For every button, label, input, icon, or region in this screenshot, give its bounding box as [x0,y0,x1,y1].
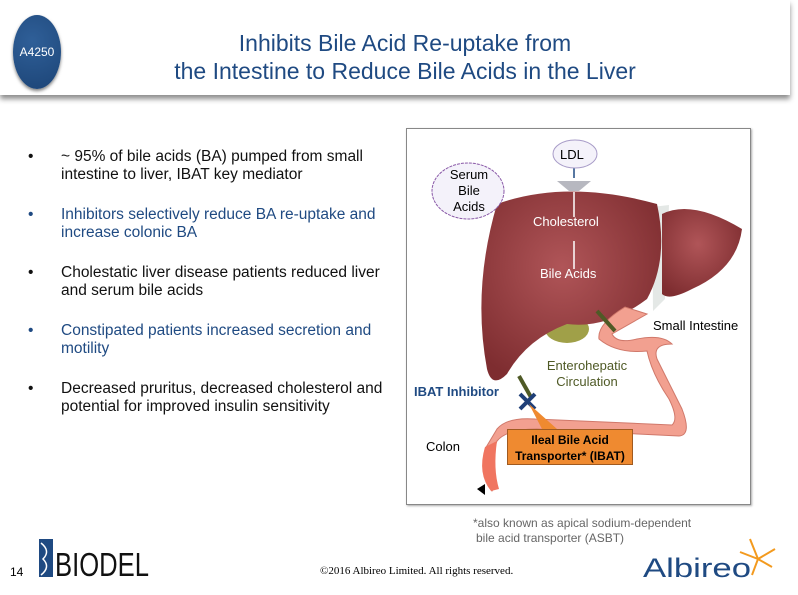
biodel-logo: BIODEL [37,537,152,584]
svg-text:Albireo: Albireo [643,553,751,582]
bile-acids-label: Bile Acids [540,266,597,281]
ibat-inhibitor-cross [518,392,537,411]
footnote-line-2: bile acid transporter (ASBT) [476,531,625,545]
ibat-inhibitor-label: IBAT Inhibitor [414,384,499,399]
small-intestine-label: Small Intestine [653,318,739,333]
enterohepatic-label: Enterohepatic Circulation [537,358,637,390]
compound-badge: A4250 [13,15,61,89]
header: A4250 Inhibits Bile Acid Re-uptake from … [0,0,790,95]
serum-bile-acids-label: Serum Bile Acids [449,167,489,215]
bile-text: Bile [458,183,480,198]
bullet-item: ~ 95% of bile acids (BA) pumped from sma… [28,148,388,184]
title-line-1: Inhibits Bile Acid Re-uptake from [238,30,572,56]
page-number: 14 [10,565,24,579]
circulation-text: Circulation [556,374,618,389]
biodel-logo-mark: BIODEL [39,539,149,583]
ibat-box: Ileal Bile Acid Transporter* (IBAT) [507,429,633,465]
liver-small-lobe [662,209,742,297]
copyright: ©2016 Albireo Limited. All rights reserv… [320,565,514,577]
bullet-item: Constipated patients increased secretion… [28,322,388,358]
colon [482,441,499,491]
ldl-filter [557,181,591,191]
ibat-text-1: Ileal Bile Acid [531,433,609,447]
footnote-line-1: *also known as apical sodium-dependent [473,516,692,530]
title-line-2: the Intestine to Reduce Bile Acids in th… [174,58,636,84]
ldl-bubble [552,139,598,169]
serum-text: Serum [449,167,489,182]
serum-bubble [431,162,505,220]
colon-label: Colon [426,439,460,454]
entero-text: Enterohepatic [546,358,628,373]
footnote: *also known as apical sodium-dependent b… [473,516,691,546]
svg-text:BIODEL: BIODEL [55,546,149,579]
bullet-item: Inhibitors selectively reduce BA re-upta… [28,206,388,242]
arrow-liver-to-intestine [595,309,617,333]
cholesterol-label: Cholesterol [533,214,599,229]
arrow-intestine-to-liver [517,375,534,400]
star-icon [739,538,776,576]
ibat-text-2: Transporter* (IBAT) [515,449,625,463]
diagram-illustration [431,139,742,495]
enterohepatic-diagram: LDL Serum Bile Acids Cholesterol Bile Ac… [406,128,751,505]
albireo-logo: Albireo [640,537,780,587]
bullet-item: Decreased pruritus, decreased cholestero… [28,380,388,416]
bullet-list: ~ 95% of bile acids (BA) pumped from sma… [28,148,388,438]
liver [481,191,662,381]
bullet-item: Cholestatic liver disease patients reduc… [28,264,388,300]
acids-text: Acids [453,199,485,214]
albireo-logo-mark: Albireo [643,538,776,583]
ldl-label: LDL [560,147,584,162]
